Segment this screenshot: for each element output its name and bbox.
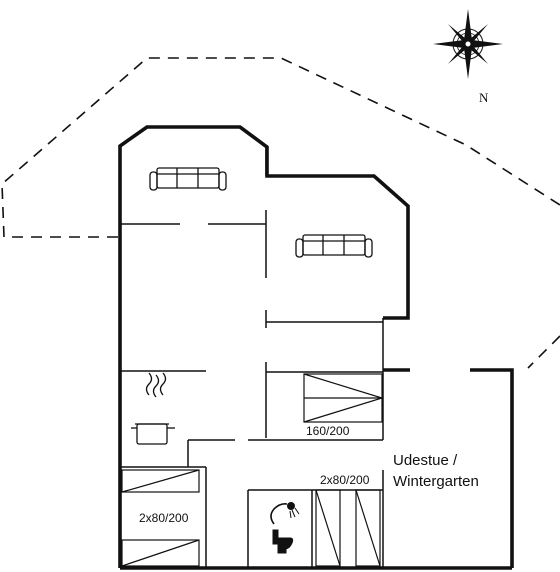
- north-label: N: [479, 90, 489, 105]
- bed-right-a: [315, 489, 341, 567]
- interior-walls: [120, 146, 384, 568]
- sunroom-label-line1: Udestue /: [393, 452, 458, 469]
- bed-size-label-left: 2x80/200: [139, 511, 189, 525]
- bed-middle-double: [303, 373, 383, 423]
- shower-icon: [270, 501, 300, 525]
- bed-left-lower: [121, 539, 200, 567]
- bed-left-upper: [121, 469, 200, 493]
- terrace-outline: [1, 57, 560, 369]
- sofa-icon: [295, 234, 373, 258]
- bed-right-b: [355, 489, 381, 567]
- sunroom-label-line2: Wintergarten: [393, 473, 479, 490]
- toilet-icon: [272, 529, 294, 554]
- bed-size-label-right: 2x80/200: [320, 473, 370, 487]
- sofa-icon: [149, 167, 227, 191]
- outer-walls: [118, 125, 514, 570]
- bed-size-label-middle: 160/200: [306, 424, 350, 438]
- cooking-pot-icon: [131, 372, 175, 445]
- compass-rose-icon: [433, 9, 503, 79]
